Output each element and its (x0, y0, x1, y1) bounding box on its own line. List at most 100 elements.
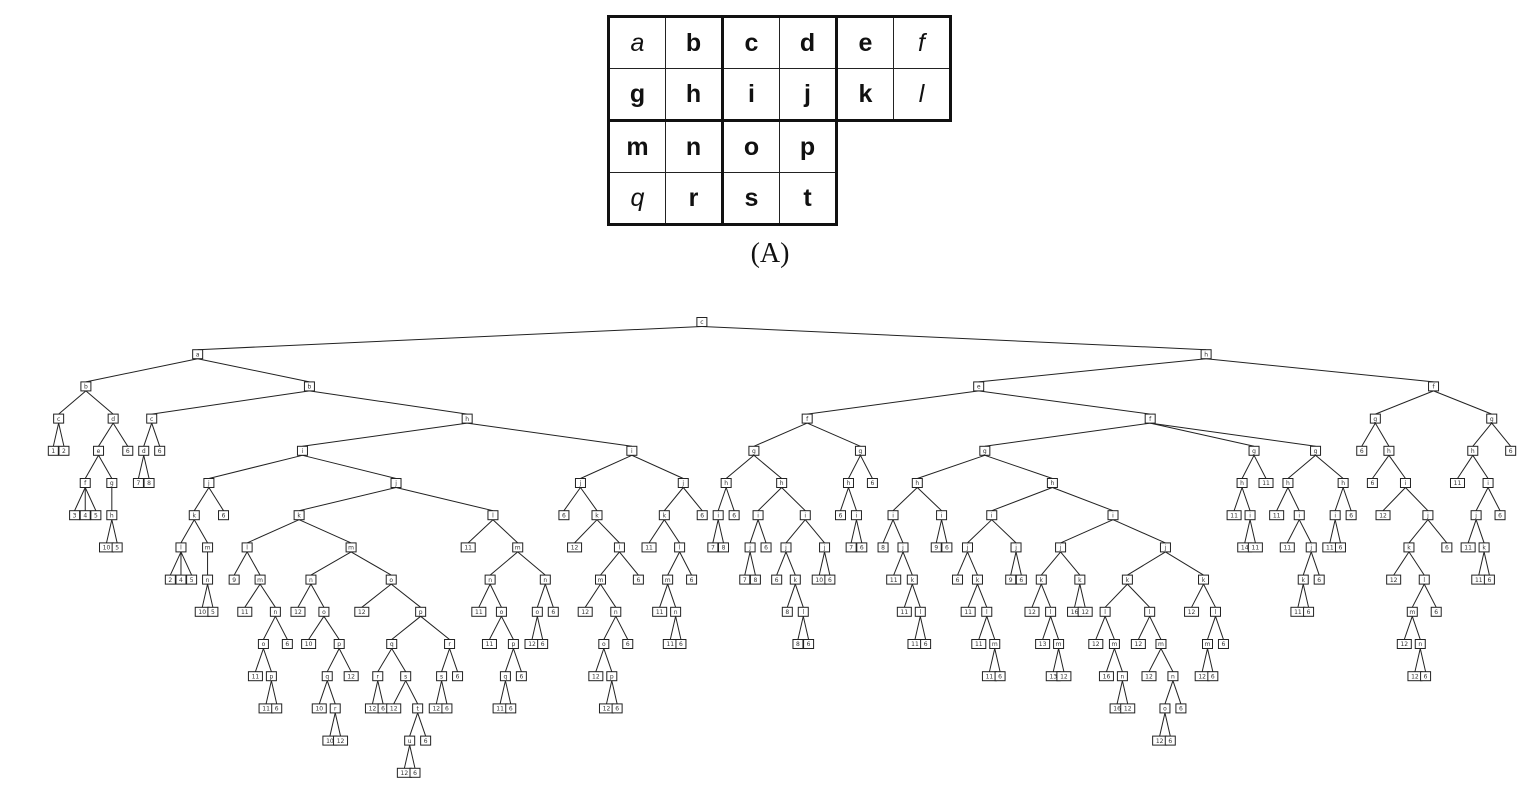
tree-edge (605, 680, 613, 705)
tree-node-label: n (273, 609, 277, 616)
tree-edge (919, 616, 927, 640)
tree-node-label: 12 (528, 641, 536, 648)
grid-cell: f (893, 15, 952, 69)
tree-edge (1302, 583, 1310, 608)
tree-node-label: n (614, 609, 618, 616)
tree-node: 1 (47, 445, 59, 456)
tree-node: f (801, 413, 813, 424)
tree-node-label: 1 (51, 448, 55, 455)
grid-cell: t (779, 172, 838, 226)
tree-node: l (914, 606, 926, 617)
tree-edge (1160, 648, 1174, 672)
tree-node: 12 (1077, 606, 1093, 617)
tree-edge (978, 358, 1207, 383)
tree-node: 8 (792, 639, 804, 649)
tree-edges (52, 326, 1512, 769)
tree-node-label: o (535, 609, 539, 616)
tree-node: l (797, 606, 809, 617)
tree-node-label: 10 (815, 577, 823, 584)
tree-node-box (122, 445, 134, 456)
tree-node: 6 (154, 445, 166, 456)
tree-node-label: 12 (592, 673, 600, 680)
tree-node-label: d (142, 448, 146, 455)
tree-node-box (1420, 671, 1432, 682)
tree-node-label: 9 (934, 545, 938, 552)
tree-node: 6 (1164, 735, 1176, 746)
tree-edge (935, 519, 943, 544)
tree-node: 6 (1313, 574, 1325, 585)
tree-node-label: 8 (785, 609, 789, 616)
tree-edge (308, 616, 325, 640)
tree-node-box (1428, 381, 1440, 392)
tree-node-label: h (1471, 448, 1475, 455)
tree-edge (302, 422, 468, 447)
tree-node-box (186, 574, 198, 585)
tree-edge (329, 712, 336, 737)
tree-node-label: 6 (1307, 609, 1311, 616)
tree-node: o (531, 606, 543, 617)
tree-node: n (670, 606, 682, 617)
tree-node-label: u (408, 738, 412, 745)
tree-node-label: k (976, 577, 980, 584)
tree-node-label: 12 (347, 673, 355, 680)
tree-edge (504, 648, 514, 672)
tree-edge (1371, 455, 1390, 479)
tree-node-box (613, 542, 625, 553)
tree-node: k (1198, 574, 1210, 585)
tree-node-box (400, 671, 412, 682)
tree-node-label: m (665, 577, 671, 584)
tree-node-box (1098, 671, 1114, 682)
tree-node-box (301, 639, 317, 649)
tree-edge (1031, 583, 1042, 608)
tree-node-box (567, 542, 583, 553)
tree-node: 11 (1290, 606, 1306, 617)
tree-node: j (1159, 542, 1171, 553)
tree-node-label: i (757, 512, 759, 519)
tree-edge (1334, 519, 1341, 544)
tree-node-label: 3 (73, 512, 77, 519)
tree-edge (499, 680, 506, 705)
tree-node-box (132, 478, 144, 488)
tree-edge (603, 648, 613, 672)
tree-node-box (674, 542, 686, 553)
tree-node: h (106, 510, 118, 521)
tree-edge (1052, 648, 1060, 672)
tree-edge (1427, 519, 1448, 544)
tree-edge (262, 648, 272, 672)
tree-node: i (1482, 478, 1494, 488)
tree-node-box (1107, 510, 1119, 521)
tree-node-box (866, 478, 878, 488)
tree-edge (1207, 616, 1216, 640)
tree-node-box (1207, 671, 1219, 682)
tree-node-box (507, 639, 519, 649)
tree-edge (246, 519, 300, 544)
tree-edge (435, 680, 443, 705)
tree-node-box (207, 606, 219, 617)
tree-node-box (79, 510, 91, 521)
tree-node-box (574, 478, 586, 488)
tree-node: 12 (567, 542, 583, 553)
tree-edge (1058, 648, 1065, 672)
tree-edge (631, 454, 684, 479)
tree-edge (648, 519, 665, 544)
tree-node-label: 6 (456, 673, 460, 680)
tree-node-label: n (488, 577, 492, 584)
tree-node-label: j (1164, 545, 1167, 552)
tree-node-box (106, 478, 118, 488)
tree-node-box (257, 639, 269, 649)
tree-node-label: m (205, 545, 211, 552)
tree-node-box (789, 574, 801, 585)
tree-edge (994, 648, 1001, 672)
tree-node: j (1055, 542, 1067, 553)
tree-node-box (749, 574, 761, 585)
tree-edge (323, 616, 340, 640)
tree-edge (804, 519, 825, 544)
tree-edge (596, 519, 620, 544)
tree-edge (298, 519, 352, 544)
tree-edge (361, 583, 392, 608)
tree-node: 11 (1258, 478, 1274, 488)
tree-node-label: l (1149, 609, 1151, 616)
tree-node-label: 6 (519, 673, 523, 680)
tree-node-box (1345, 510, 1357, 521)
tree-edge (98, 422, 114, 447)
